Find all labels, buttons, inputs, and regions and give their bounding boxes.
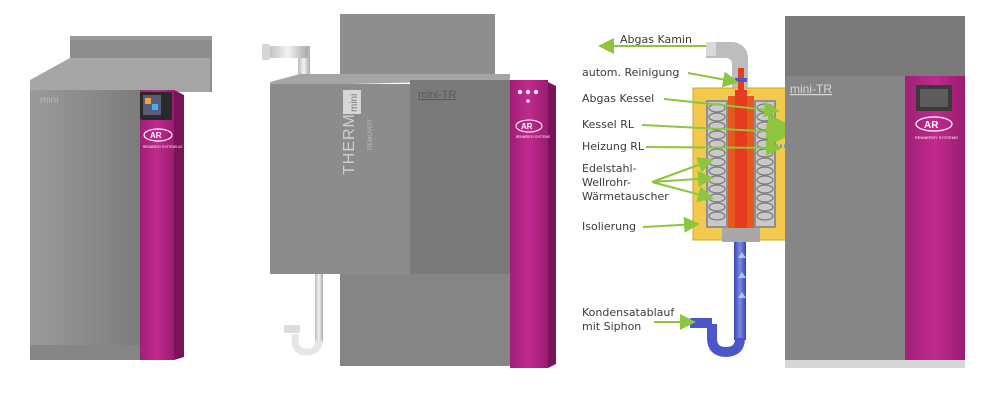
boiler-mini-left: mini AR RENNERGY SYSTEMS AG	[30, 36, 212, 360]
label-kondensat-2: mit Siphon	[582, 320, 641, 333]
diagram-labels: Abgas Kamin autom. Reinigung Abgas Kesse…	[582, 33, 782, 333]
model-label-mini: mini	[40, 95, 58, 106]
label-kessel-rl: Kessel RL	[582, 118, 635, 131]
label-kondensat-1: Kondensatablauf	[582, 306, 675, 319]
thermic-brand: THERMIC	[341, 95, 358, 175]
svg-text:AR: AR	[521, 122, 533, 131]
condensate-pipe	[734, 242, 746, 340]
boiler-mini-tr-right: mini-TR AR RENNERGY SYSTEMS	[785, 16, 965, 368]
svg-text:AR: AR	[150, 131, 162, 140]
thermic-remover-housing	[270, 84, 410, 274]
svg-text:RENNERGY SYSTEMS AG: RENNERGY SYSTEMS AG	[143, 145, 183, 149]
label-abgas-kessel: Abgas Kessel	[582, 92, 654, 105]
rennergy-logo: AR RENNERGY SYSTEMS AG	[143, 128, 183, 149]
boiler-mini-tr-middle: THERMIC mini REMOVER mini-TR AR RENNERGY…	[262, 14, 556, 368]
svg-text:mini: mini	[349, 94, 360, 112]
rennergy-logo: AR RENNERGY SYSTEMS	[915, 116, 958, 140]
control-buttons	[517, 89, 539, 103]
rennergy-logo: AR RENNERGY SYSTEMS	[515, 119, 550, 139]
label-heizung-rl: Heizung RL	[582, 140, 645, 153]
magenta-side-panel	[140, 90, 174, 360]
model-label-mini-tr: mini-TR	[418, 89, 457, 101]
label-edelstahl-1: Edelstahl-	[582, 162, 637, 175]
magenta-side-panel	[905, 76, 965, 366]
label-edelstahl-3: Wärmetauscher	[582, 190, 669, 203]
flue-outlet	[262, 44, 270, 60]
svg-text:REMOVER: REMOVER	[368, 119, 374, 150]
label-abgas-kamin: Abgas Kamin	[620, 33, 692, 46]
siphon-pipe-icon	[284, 274, 323, 356]
label-reinigung: autom. Reinigung	[582, 66, 679, 79]
model-label-mini-tr-right: mini-TR	[790, 82, 832, 96]
svg-text:RENNERGY SYSTEMS: RENNERGY SYSTEMS	[915, 135, 958, 140]
svg-text:RENNERGY SYSTEMS: RENNERGY SYSTEMS	[516, 135, 550, 139]
label-edelstahl-2: Wellrohr-	[582, 176, 631, 189]
svg-text:AR: AR	[924, 120, 939, 131]
label-isolierung: Isolierung	[582, 220, 636, 233]
